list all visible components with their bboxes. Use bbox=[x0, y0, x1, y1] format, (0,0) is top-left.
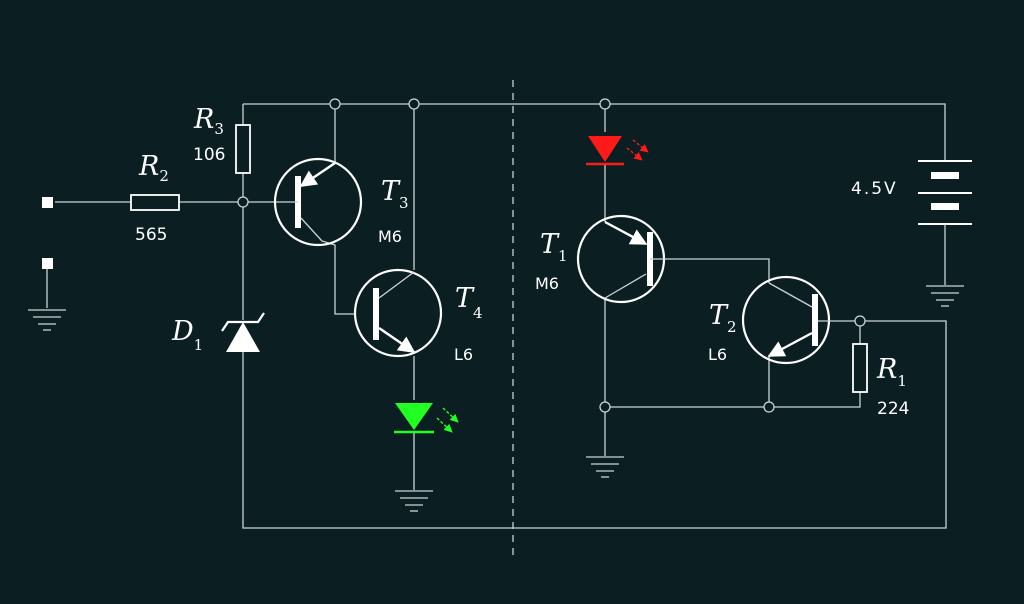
model-t4: L6 bbox=[454, 345, 473, 364]
model-t1: M6 bbox=[535, 274, 559, 293]
led-green bbox=[394, 403, 459, 434]
battery-voltage: 4.5V bbox=[851, 179, 898, 199]
transistor-t3 bbox=[273, 157, 363, 247]
label-t4: T4 bbox=[455, 283, 483, 322]
transistor-t2 bbox=[741, 275, 860, 365]
input-terminal-bottom bbox=[42, 258, 53, 269]
value-r2: 565 bbox=[135, 225, 167, 245]
model-t3: M6 bbox=[378, 227, 402, 246]
label-d1: D1 bbox=[171, 316, 203, 354]
ground-t1 bbox=[586, 456, 624, 478]
value-r1: 224 bbox=[877, 399, 909, 419]
resistor-r1 bbox=[852, 343, 868, 393]
label-r2: R2 bbox=[138, 151, 169, 185]
battery bbox=[918, 160, 972, 225]
transistor-t1 bbox=[576, 214, 666, 304]
label-r1: R1 bbox=[876, 354, 907, 390]
transistor-t4 bbox=[353, 268, 443, 358]
label-t2: T2 bbox=[709, 300, 737, 336]
label-t1: T1 bbox=[540, 229, 568, 265]
ground-t4 bbox=[395, 490, 433, 512]
ground-battery bbox=[926, 285, 964, 307]
resistor-r2 bbox=[130, 194, 180, 211]
zener-diode-d1 bbox=[221, 312, 265, 352]
label-r3: R3 bbox=[193, 104, 224, 138]
value-r3: 106 bbox=[193, 145, 225, 165]
junction-nodes bbox=[237, 98, 866, 413]
label-t3: T3 bbox=[381, 176, 409, 212]
resistor-r3 bbox=[235, 124, 251, 174]
input-terminal-top bbox=[42, 197, 53, 208]
ground-input bbox=[28, 309, 66, 331]
model-t2: L6 bbox=[708, 345, 727, 364]
led-red bbox=[586, 136, 649, 166]
